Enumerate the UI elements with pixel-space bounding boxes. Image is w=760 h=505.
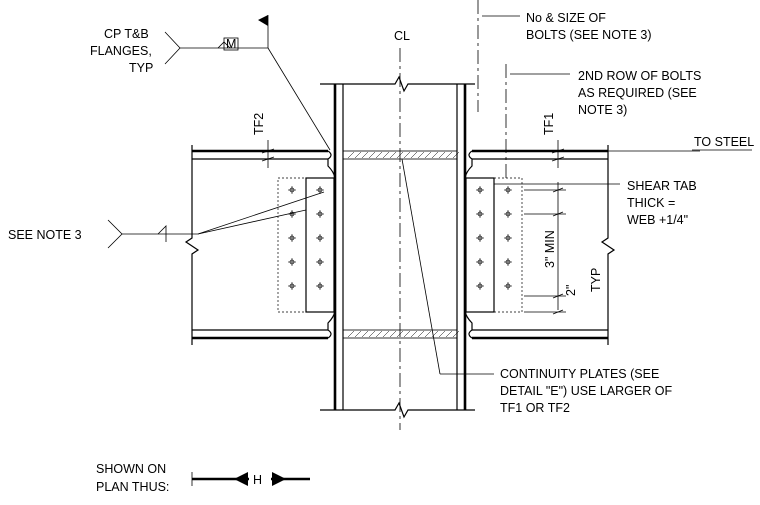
plan-symbol: SHOWN ON PLAN THUS: H xyxy=(96,462,310,494)
hatch-line xyxy=(452,330,460,338)
bolts-note-line-2: BOLTS (SEE NOTE 3) xyxy=(526,28,652,42)
bolt-marker xyxy=(288,258,296,266)
bolt-marker xyxy=(288,234,296,242)
hatch-line xyxy=(361,151,369,159)
cp-flanges-callout: CP T&B FLANGES, TYP M xyxy=(90,15,331,151)
column-centerline: CL xyxy=(394,29,410,430)
cp-flanges-line-2: FLANGES, xyxy=(90,44,152,58)
cp-flanges-line-1: CP T&B xyxy=(104,27,149,41)
hatch-line xyxy=(403,330,411,338)
hatch-line xyxy=(389,151,397,159)
bolt-marker xyxy=(316,186,324,194)
hatch-line xyxy=(410,330,418,338)
hatch-line xyxy=(424,330,432,338)
column xyxy=(320,75,475,419)
field-weld-flag-icon xyxy=(258,15,268,26)
hatch-line xyxy=(410,151,418,159)
bolt-marker xyxy=(288,282,296,290)
second-row-line-3: NOTE 3) xyxy=(578,103,627,117)
bolt-marker xyxy=(316,282,324,290)
shear-tab-line-3: WEB +1/4" xyxy=(627,213,688,227)
hatch-line xyxy=(382,151,390,159)
weld-m-label: M xyxy=(226,37,236,51)
shown-on-line-1: SHOWN ON xyxy=(96,462,166,476)
plan-arrow-left-icon xyxy=(234,472,248,486)
plan-arrow-right-icon xyxy=(272,472,286,486)
right-shear-tab xyxy=(465,177,523,313)
hatch-line xyxy=(445,330,453,338)
min-dimension: 3" MIN 2" TYP xyxy=(524,182,603,315)
shear-tab-line-1: SHEAR TAB xyxy=(627,179,697,193)
hatch-line xyxy=(445,151,453,159)
continuity-callout: CONTINUITY PLATES (SEE DETAIL "E") USE L… xyxy=(401,158,672,415)
second-row-line-1: 2ND ROW OF BOLTS xyxy=(578,69,701,83)
hatch-line xyxy=(354,330,362,338)
hatch-line xyxy=(375,151,383,159)
hatch-line xyxy=(389,330,397,338)
hatch-line xyxy=(375,330,383,338)
continuity-line-2: DETAIL "E") USE LARGER OF xyxy=(500,384,672,398)
tf2-callout: TF2 xyxy=(252,113,275,168)
continuity-line-1: CONTINUITY PLATES (SEE xyxy=(500,367,659,381)
hatch-line xyxy=(417,151,425,159)
bolt-marker xyxy=(288,186,296,194)
see-note-label: SEE NOTE 3 xyxy=(8,228,82,242)
tf1-callout: TF1 xyxy=(542,113,565,168)
hatch-line xyxy=(396,151,404,159)
tf1-label: TF1 xyxy=(542,113,556,135)
bolt-marker xyxy=(476,258,484,266)
shown-on-line-2: PLAN THUS: xyxy=(96,480,169,494)
bolt-marker xyxy=(316,210,324,218)
bolt-marker xyxy=(476,186,484,194)
shear-tab-line-2: THICK = xyxy=(627,196,675,210)
continuity-line-3: TF1 OR TF2 xyxy=(500,401,570,415)
hatch-line xyxy=(403,151,411,159)
hatch-line xyxy=(396,330,404,338)
hatch-line xyxy=(438,330,446,338)
cp-flanges-line-3: TYP xyxy=(129,61,153,75)
see-note-callout: SEE NOTE 3 xyxy=(8,191,325,249)
left-shear-tab xyxy=(277,177,335,313)
plan-h-label: H xyxy=(253,473,262,487)
typ-dim-label: TYP xyxy=(589,268,603,292)
centerline-label: CL xyxy=(394,29,410,43)
bolt-marker xyxy=(476,282,484,290)
hatch-line xyxy=(347,330,355,338)
left-beam xyxy=(184,145,336,345)
shear-tab-callout: SHEAR TAB THICK = WEB +1/4" xyxy=(494,179,697,227)
min-dimension-label: 3" MIN xyxy=(543,230,557,268)
hatch-line xyxy=(452,151,460,159)
to-steel-label: TO STEEL xyxy=(694,135,754,149)
hatch-line xyxy=(382,330,390,338)
bolts-note-line-1: No & SIZE OF xyxy=(526,11,606,25)
bolt-marker xyxy=(476,234,484,242)
hatch-line xyxy=(438,151,446,159)
bolt-marker xyxy=(504,210,512,218)
hatch-line xyxy=(354,151,362,159)
hatch-line xyxy=(361,330,369,338)
bolt-marker xyxy=(476,210,484,218)
tf2-label: TF2 xyxy=(252,113,266,135)
typ-dim-value: 2" xyxy=(564,285,578,296)
bolt-marker xyxy=(504,186,512,194)
hatch-line xyxy=(417,330,425,338)
bolt-marker xyxy=(504,258,512,266)
hatch-line xyxy=(368,330,376,338)
bolt-marker xyxy=(504,282,512,290)
right-beam xyxy=(464,145,700,345)
hatch-line xyxy=(431,151,439,159)
bolts-callout: No & SIZE OF BOLTS (SEE NOTE 3) 2ND ROW … xyxy=(477,0,701,178)
bolt-marker xyxy=(316,258,324,266)
to-steel-callout: TO STEEL xyxy=(692,135,754,151)
hatch-line xyxy=(424,151,432,159)
second-row-line-2: AS REQUIRED (SEE xyxy=(578,86,697,100)
continuity-plates xyxy=(342,150,460,339)
hatch-line xyxy=(368,151,376,159)
bolt-marker xyxy=(504,234,512,242)
hatch-line xyxy=(347,151,355,159)
bolt-marker xyxy=(316,234,324,242)
